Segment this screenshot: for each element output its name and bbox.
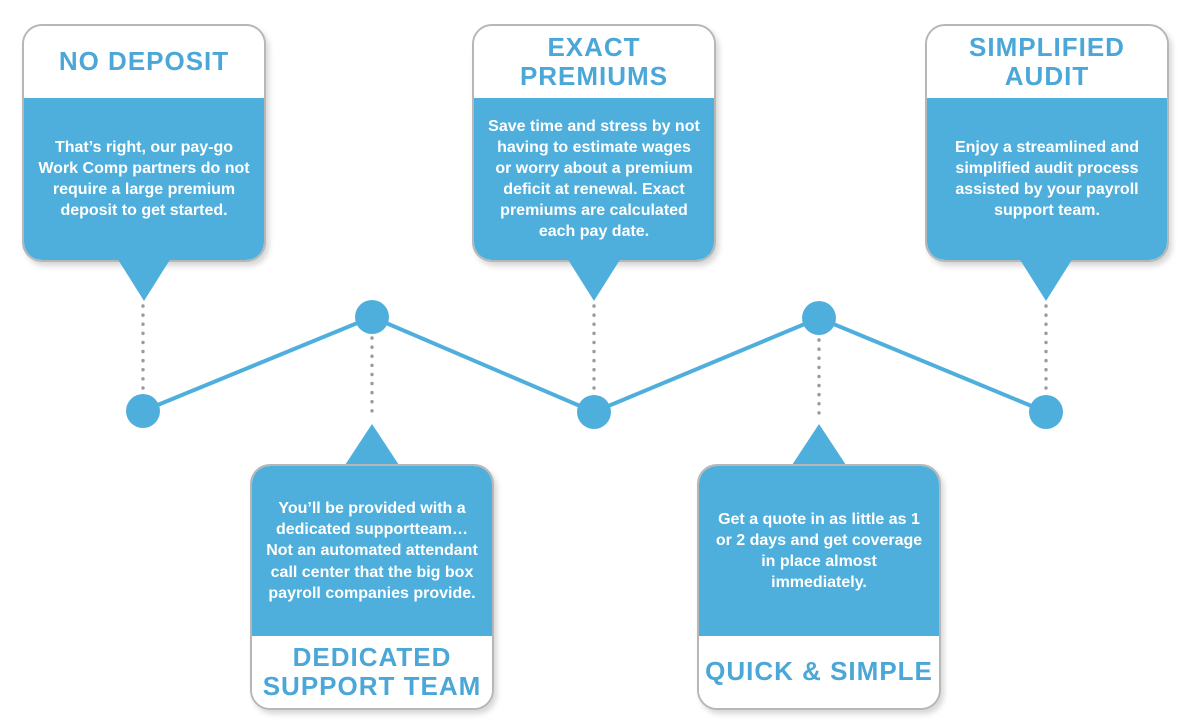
timeline-zigzag-line	[142, 314, 1047, 415]
card-pointer-up	[792, 424, 846, 465]
timeline-node	[355, 300, 389, 334]
card-title: DEDICATED SUPPORT TEAM	[252, 636, 492, 708]
card-body: That’s right, our pay-go Work Comp partn…	[24, 98, 264, 260]
card-pointer-down	[1019, 258, 1073, 301]
timeline-node	[802, 301, 836, 335]
card-title: EXACT PREMIUMS	[474, 26, 714, 98]
card-title: QUICK & SIMPLE	[699, 636, 939, 708]
card-pointer-down	[567, 258, 621, 301]
card-quick-and-simple: Get a quote in as little as 1 or 2 days …	[697, 464, 941, 710]
card-title: NO DEPOSIT	[24, 26, 264, 98]
card-body: Enjoy a streamlined and simplified audit…	[927, 98, 1167, 260]
card-simplified-audit: SIMPLIFIED AUDIT Enjoy a streamlined and…	[925, 24, 1169, 262]
card-pointer-up	[345, 424, 399, 465]
card-body: Save time and stress by not having to es…	[474, 98, 714, 260]
timeline-node	[1029, 395, 1063, 429]
timeline-node	[577, 395, 611, 429]
timeline-node	[126, 394, 160, 428]
card-pointer-down	[117, 258, 171, 301]
card-title: SIMPLIFIED AUDIT	[927, 26, 1167, 98]
card-exact-premiums: EXACT PREMIUMS Save time and stress by n…	[472, 24, 716, 262]
card-no-deposit: NO DEPOSIT That’s right, our pay-go Work…	[22, 24, 266, 262]
card-body: You’ll be provided with a dedicated supp…	[252, 466, 492, 636]
card-body: Get a quote in as little as 1 or 2 days …	[699, 466, 939, 636]
card-dedicated-support-team: You’ll be provided with a dedicated supp…	[250, 464, 494, 710]
